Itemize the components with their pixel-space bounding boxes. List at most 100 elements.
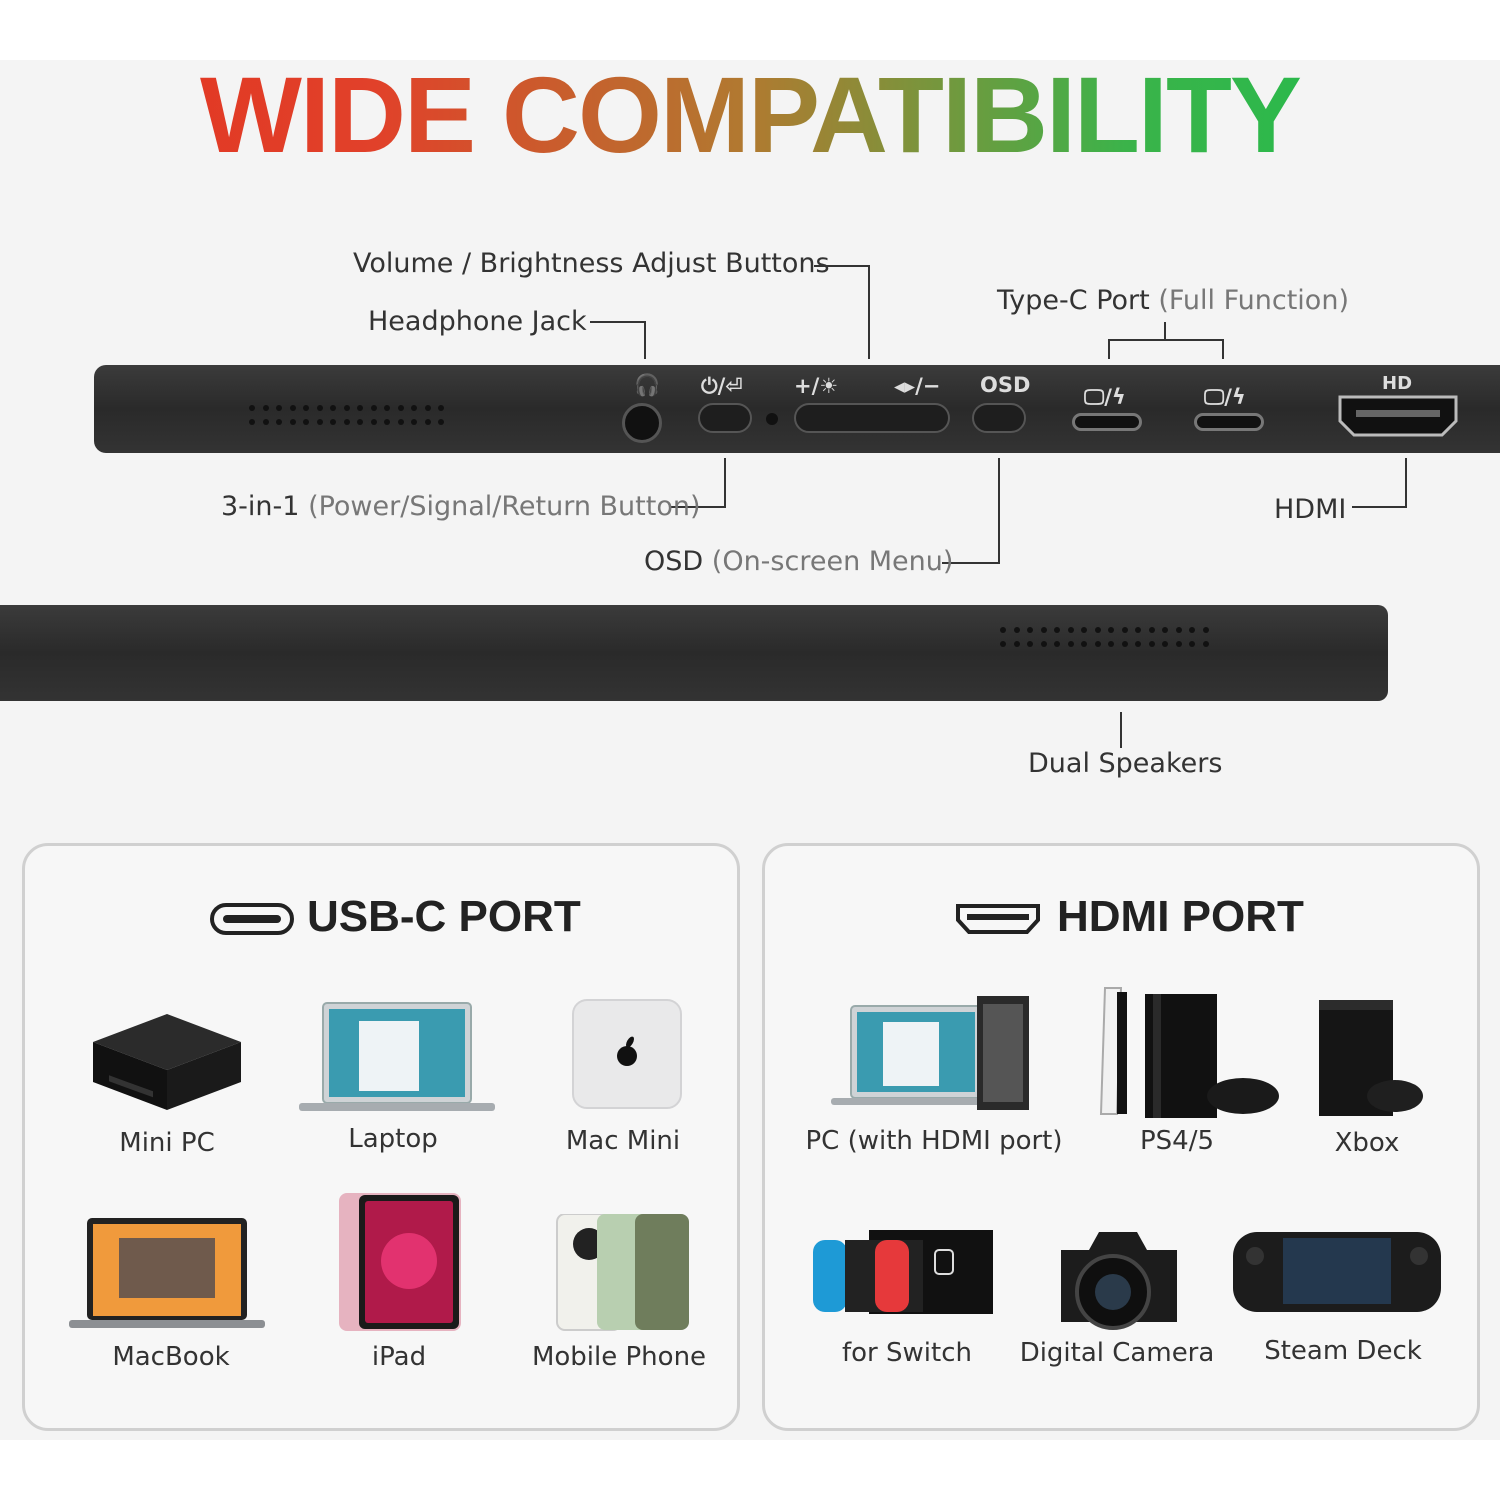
device-label: Xbox <box>1334 1128 1400 1158</box>
speaker-hole <box>1094 627 1101 633</box>
speaker-hole <box>1013 627 1020 633</box>
leader-line <box>998 458 1000 564</box>
device-label: PS4/5 <box>1139 1126 1215 1156</box>
hd-mark: HD <box>1382 373 1413 394</box>
speaker-hole <box>357 419 363 425</box>
speaker-hole <box>411 419 417 425</box>
typec-callout: Type-C Port (Full Function) <box>997 285 1349 317</box>
speaker-hole <box>370 405 377 411</box>
xbox-icon <box>1319 1000 1423 1116</box>
speaker-hole <box>1054 641 1060 647</box>
leader-line <box>1108 339 1224 341</box>
speaker-hole <box>1013 641 1020 647</box>
speaker-hole <box>1081 627 1087 633</box>
leader-line <box>1222 339 1224 359</box>
leader-line <box>644 321 646 359</box>
speaker-hole <box>1040 627 1047 633</box>
headphone-icon: 🎧 <box>634 373 661 397</box>
speaker-hole <box>1081 641 1087 647</box>
device-label: MacBook <box>112 1342 230 1372</box>
speaker-hole <box>370 419 377 425</box>
usbc-port-2[interactable] <box>1194 413 1264 431</box>
typec-sublabel: (Full Function) <box>1158 285 1349 316</box>
monitor-bottom-edge <box>0 605 1388 701</box>
power-signal-return-button[interactable] <box>698 403 752 433</box>
speaker-hole <box>1189 641 1195 647</box>
speaker-grill-icon <box>249 405 449 435</box>
speaker-hole <box>303 419 309 425</box>
speaker-hole <box>1027 627 1033 633</box>
hdmi-port-icon <box>956 904 1040 934</box>
speaker-hole <box>262 419 269 425</box>
speaker-hole <box>1135 627 1141 633</box>
usbc-panel-title: USB-C PORT <box>307 892 581 941</box>
speaker-hole <box>424 419 431 425</box>
mini-pc-icon <box>93 1014 241 1110</box>
speaker-hole <box>1094 641 1101 647</box>
speaker-hole <box>397 419 404 425</box>
speaker-hole <box>1121 627 1128 633</box>
usbc-port-1[interactable] <box>1072 413 1142 431</box>
leader-line <box>942 562 1000 564</box>
speaker-hole <box>397 405 404 411</box>
speaker-hole <box>249 405 255 411</box>
speaker-hole <box>438 405 444 411</box>
headphone-jack[interactable] <box>622 403 662 443</box>
device-label: Steam Deck <box>1264 1336 1422 1366</box>
hdmi-callout: HDMI <box>1274 494 1347 525</box>
leader-line <box>1405 458 1407 508</box>
hdmi-panel-title: HDMI PORT <box>1057 892 1304 941</box>
speaker-hole <box>1067 627 1074 633</box>
ipad-icon <box>339 1193 461 1331</box>
leader-line <box>1352 506 1407 508</box>
speaker-hole <box>1000 641 1006 647</box>
headphone-callout: Headphone Jack <box>368 306 587 337</box>
typec-label: Type-C Port <box>997 285 1150 316</box>
playstation-icon <box>1099 987 1279 1118</box>
device-label: for Switch <box>842 1338 972 1368</box>
usbc-panel: USB-C PORT Mini PC Laptop Mac Mini MacBo… <box>22 843 740 1431</box>
speaker-hole <box>276 419 282 425</box>
speaker-hole <box>276 405 282 411</box>
speaker-hole <box>1175 627 1182 633</box>
osd-button[interactable] <box>972 403 1026 433</box>
leader-line <box>814 265 870 267</box>
device-label: iPad <box>371 1342 427 1372</box>
osd-icon: OSD <box>980 373 1031 397</box>
leader-line <box>724 458 726 508</box>
osd-callout: OSD (On-screen Menu) <box>644 546 953 578</box>
speaker-hole <box>289 405 296 411</box>
leader-line <box>670 506 726 508</box>
volume-callout: Volume / Brightness Adjust Buttons <box>353 248 830 279</box>
speaker-hole <box>1135 641 1141 647</box>
device-label: Mini PC <box>119 1128 215 1158</box>
speaker-hole <box>1054 627 1060 633</box>
speaker-hole <box>330 419 336 425</box>
usbc-port-2-icon: 🖵/ϟ <box>1204 385 1246 409</box>
speaker-hole <box>1121 641 1128 647</box>
speaker-hole <box>1108 627 1114 633</box>
speaker-hole <box>343 419 350 425</box>
speaker-hole <box>1067 641 1074 647</box>
usbc-port-1-icon: 🖵/ϟ <box>1084 385 1126 409</box>
speaker-hole <box>343 405 350 411</box>
monitor-side-edge: 🎧 ⏻/⏎ +/☀ ◂▸/− OSD 🖵/ϟ 🖵/ϟ HD <box>94 365 1500 453</box>
speaker-hole <box>249 419 255 425</box>
brightness-up-icon: +/☀ <box>794 374 839 398</box>
laptop-icon <box>299 1002 495 1111</box>
three-in-one-sublabel: (Power/Signal/Return Button) <box>308 491 701 522</box>
speaker-hole <box>1148 641 1155 647</box>
leader-line <box>590 321 646 323</box>
volume-down-icon: ◂▸/− <box>894 374 941 398</box>
power-return-icon: ⏻/⏎ <box>701 374 743 398</box>
three-in-one-label: 3-in-1 <box>221 491 300 522</box>
speaker-hole <box>289 419 296 425</box>
device-label: Digital Camera <box>1019 1338 1215 1368</box>
speaker-hole <box>1040 641 1047 647</box>
volume-brightness-rocker[interactable] <box>794 403 950 433</box>
page-title: WIDE COMPATIBILITY <box>0 55 1500 175</box>
three-in-one-callout: 3-in-1 (Power/Signal/Return Button) <box>221 491 701 523</box>
switch-icon <box>813 1230 993 1314</box>
speaker-hole <box>316 419 323 425</box>
hdmi-port[interactable] <box>1338 393 1458 437</box>
